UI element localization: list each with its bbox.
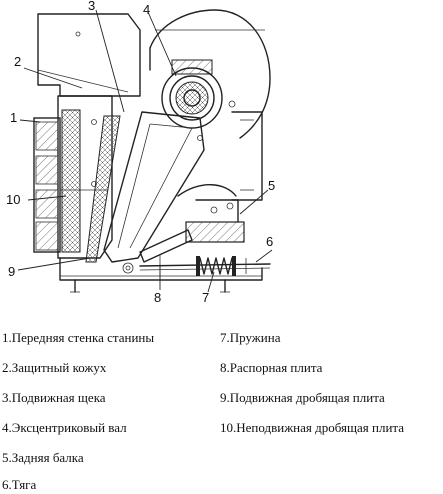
flywheel-housing bbox=[149, 9, 271, 201]
legend-item-7: 7.Пружина bbox=[220, 330, 281, 345]
legend-item-5: 5.Задняя балка bbox=[2, 450, 84, 465]
legend: 1.Передняя стенка станины 2.Защитный кож… bbox=[0, 322, 443, 494]
legend-item-6: 6.Тяга bbox=[2, 477, 37, 492]
callout-8: 8 bbox=[154, 290, 161, 305]
rear-beam bbox=[177, 184, 245, 243]
callout-4: 4 bbox=[143, 2, 150, 17]
eccentric-shaft bbox=[161, 59, 236, 129]
movable-crushing-plate bbox=[85, 115, 121, 263]
callout-leaders bbox=[17, 9, 273, 293]
callout-10: 10 bbox=[6, 192, 20, 207]
callout-9: 9 bbox=[8, 264, 15, 279]
callout-1: 1 bbox=[10, 110, 17, 125]
spring bbox=[196, 256, 236, 276]
protective-cover bbox=[37, 13, 141, 97]
callout-7: 7 bbox=[202, 290, 209, 305]
legend-item-2: 2.Защитный кожух bbox=[2, 360, 107, 375]
legend-item-9: 9.Подвижная дробящая плита bbox=[220, 390, 385, 405]
jaw-crusher-diagram: 3 4 2 1 10 9 5 6 8 7 bbox=[6, 0, 275, 305]
callout-3: 3 bbox=[88, 0, 95, 13]
legend-item-10: 10.Неподвижная дробящая плита bbox=[220, 420, 405, 435]
frame-base bbox=[59, 257, 263, 293]
legend-item-3: 3.Подвижная щека bbox=[2, 390, 106, 405]
fixed-crushing-plate bbox=[61, 109, 81, 253]
callout-2: 2 bbox=[14, 54, 21, 69]
callout-5: 5 bbox=[268, 178, 275, 193]
legend-item-4: 4.Эксцентриковый вал bbox=[2, 420, 127, 435]
legend-item-8: 8.Распорная плита bbox=[220, 360, 323, 375]
legend-item-1: 1.Передняя стенка станины bbox=[2, 330, 155, 345]
toggle-plate bbox=[139, 229, 193, 278]
moving-jaw bbox=[103, 111, 205, 274]
front-frame-wall bbox=[33, 95, 113, 259]
callout-6: 6 bbox=[266, 234, 273, 249]
